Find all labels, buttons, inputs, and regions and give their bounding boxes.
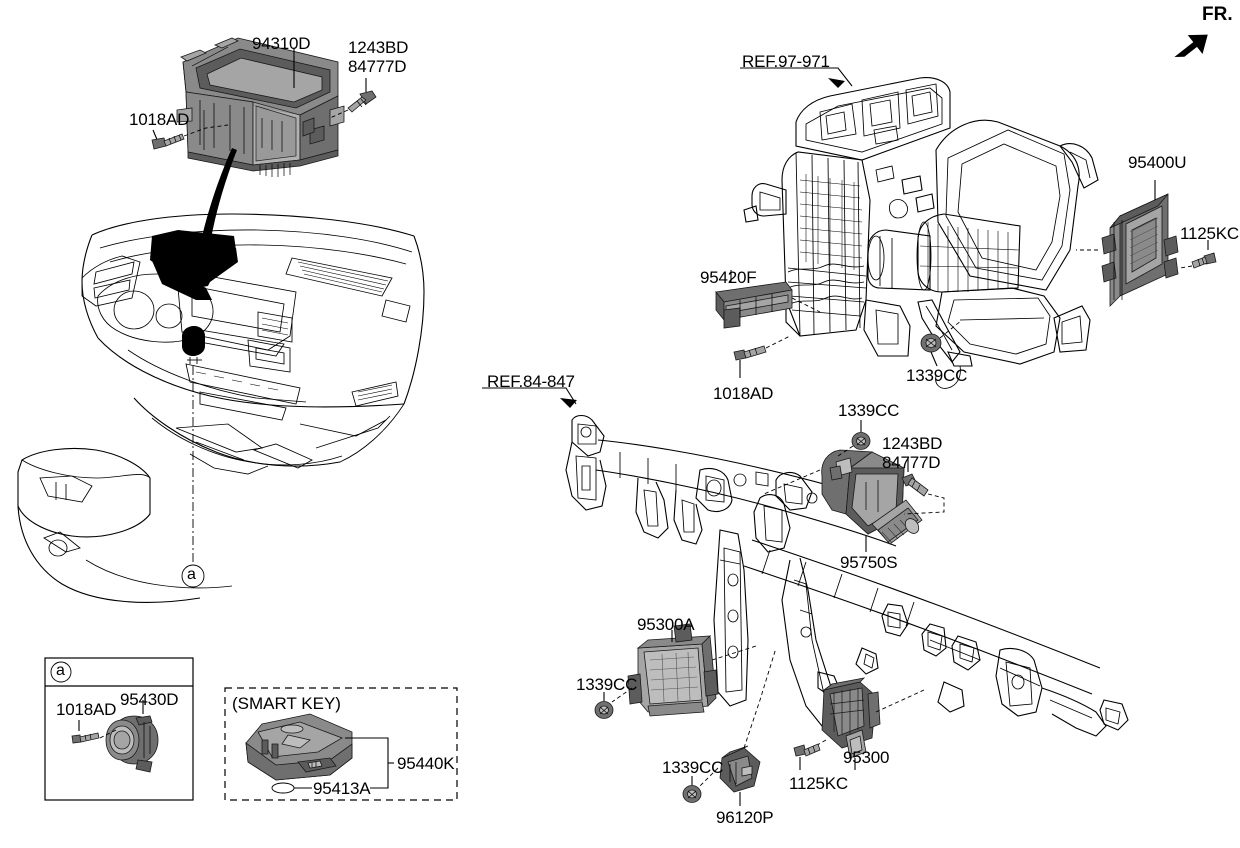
leader-dash-1339cc-hvac <box>939 319 963 339</box>
leader-dash-1018ad-top <box>183 124 229 137</box>
part-94310d-audio-head-unit <box>176 37 345 177</box>
part-95750s-module <box>821 449 923 545</box>
part-95300a-module <box>627 623 719 717</box>
part-95413a-battery <box>271 782 295 794</box>
label-95440k: 95440K <box>397 754 455 773</box>
leader-dash-1125kc-95300 <box>811 739 827 749</box>
part-1018ad-bolt-detail <box>71 732 100 744</box>
label-95750s: 95750S <box>840 553 898 572</box>
label-1339cc-96120p: 1339CC <box>662 758 724 777</box>
part-95300-module <box>821 677 881 759</box>
label-1018ad-top: 1018AD <box>129 110 190 129</box>
label-95413a: 95413A <box>313 779 371 798</box>
label-95300: 95300 <box>843 748 890 767</box>
part-95420f-antenna <box>715 281 793 329</box>
leader-dash-96120p-beam <box>743 647 777 749</box>
label-1339cc-95300a: 1339CC <box>576 675 638 694</box>
leader-1339cc-hvac <box>930 351 938 367</box>
part-1339cc-nut-hvac <box>920 333 942 353</box>
detail-box-a-letter: a <box>56 662 65 679</box>
label-94310d: 94310D <box>252 34 311 53</box>
leader-dash-95750s <box>763 469 821 495</box>
callout-a-label: a <box>187 566 196 583</box>
label-1339cc-hvac: 1339CC <box>906 366 968 385</box>
leader-dash-1125kc-top <box>1179 265 1193 269</box>
leader-dash-95300-right <box>875 689 925 713</box>
label-1243bd-95750s: 1243BD <box>882 434 943 453</box>
label-1018ad-hvac: 1018AD <box>713 384 774 403</box>
fr-orientation-label: FR. <box>1202 4 1233 25</box>
callout-a-circle <box>181 564 205 588</box>
label-95430d: 95430D <box>120 690 179 709</box>
part-1018ad-bolt-hvac <box>733 345 767 361</box>
leader-dash-1339cc-95750s <box>837 445 854 457</box>
part-1243bd-screw-top <box>347 90 377 113</box>
label-95420f: 95420F <box>700 268 757 287</box>
label-84777d-95750s: 84777D <box>882 453 941 472</box>
leader-dash-1243bd-top <box>329 109 349 119</box>
leader-dash-1018ad-detail <box>99 729 117 739</box>
smart-key-box <box>224 687 458 801</box>
ref-84-847-leader <box>482 387 577 408</box>
label-ref-97-971: REF.97-971 <box>742 52 830 71</box>
label-84777d-top: 84777D <box>348 57 407 76</box>
leader-dash-1018ad-hvac <box>765 335 791 349</box>
part-95430d-start-button <box>105 715 159 773</box>
part-95400u-control-module <box>1101 193 1179 307</box>
smart-key-box-title: (SMART KEY) <box>232 694 341 713</box>
label-1125kc-95300: 1125KC <box>789 774 848 793</box>
leader-dash-95420f <box>791 297 821 313</box>
part-1125kc-bolt-top <box>1191 252 1217 269</box>
leader-dash-95300a-right <box>711 645 757 661</box>
dashboard-illustration <box>17 213 425 603</box>
leader-dash-1243bd-95750s <box>903 493 945 515</box>
label-95400u: 95400U <box>1128 153 1187 172</box>
label-ref-84-847: REF.84-847 <box>487 372 575 391</box>
label-96120p: 96120P <box>716 808 774 827</box>
ref-97-971-leader <box>740 67 853 88</box>
part-1125kc-bolt-95300 <box>793 743 821 757</box>
part-1339cc-nut-95750s <box>851 432 871 450</box>
label-95300a: 95300A <box>637 615 695 634</box>
part-1018ad-bolt-top <box>151 133 185 150</box>
hvac-heater-unit-illustration <box>743 77 1099 389</box>
part-1339cc-nut-96120p <box>682 785 702 803</box>
part-1243bd-screw-95750s <box>901 473 929 497</box>
label-1339cc-95750s: 1339CC <box>838 401 900 420</box>
leader-dash-96120p <box>699 767 719 787</box>
part-1339cc-nut-95300a <box>594 701 614 719</box>
label-1125kc-top: 1125KC <box>1180 224 1239 243</box>
part-95440k-smart-key-fob <box>245 713 353 781</box>
part-96120p-sensor <box>719 745 761 793</box>
label-1243bd-top: 1243BD <box>348 38 409 57</box>
fr-direction-arrow-icon <box>1174 34 1208 57</box>
label-1018ad-detail: 1018AD <box>56 700 117 719</box>
detail-box-a <box>44 657 194 801</box>
